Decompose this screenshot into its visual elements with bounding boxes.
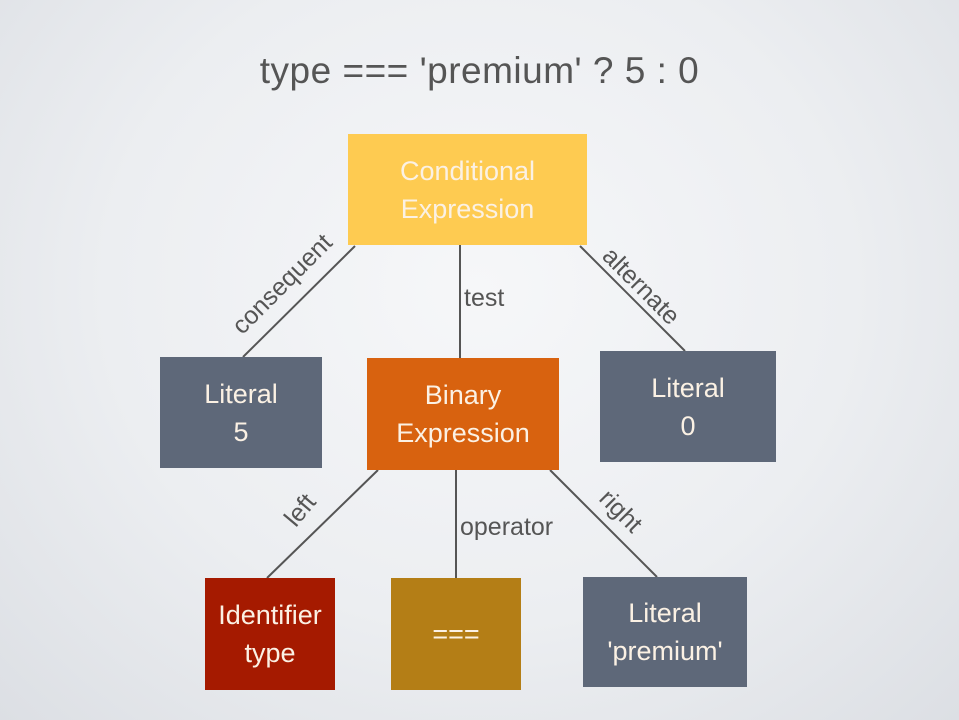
node-label: 5 (233, 416, 249, 447)
edge-alternate (579, 245, 686, 352)
edge-consequent (242, 245, 356, 358)
node-label: 0 (680, 410, 696, 441)
node-label: Literal (628, 598, 702, 628)
node-literal-premium: Literal 'premium' (583, 577, 747, 687)
node-label: Expression (400, 193, 535, 224)
node-label: Literal (651, 372, 725, 403)
edge-right (549, 469, 658, 578)
node-label: Conditional (399, 155, 536, 186)
node-label: 'premium' (607, 636, 723, 666)
edge-label-operator: operator (460, 513, 554, 541)
node-label: Literal (204, 378, 278, 409)
node-label: Binary (424, 380, 502, 410)
edge-label-test: test (464, 284, 505, 312)
node-label: Identifier (218, 600, 322, 630)
node-label: === (432, 619, 480, 649)
node-identifier-type: Identifier type (205, 578, 335, 690)
node-literal-0: Literal 0 (600, 351, 776, 462)
expression-title: type === 'premium' ? 5 : 0 (259, 50, 700, 91)
node-literal-5: Literal 5 (160, 357, 322, 468)
edge-left (266, 469, 379, 579)
node-label: type (244, 638, 296, 668)
node-operator: === (391, 578, 521, 690)
node-label: Expression (396, 418, 530, 448)
